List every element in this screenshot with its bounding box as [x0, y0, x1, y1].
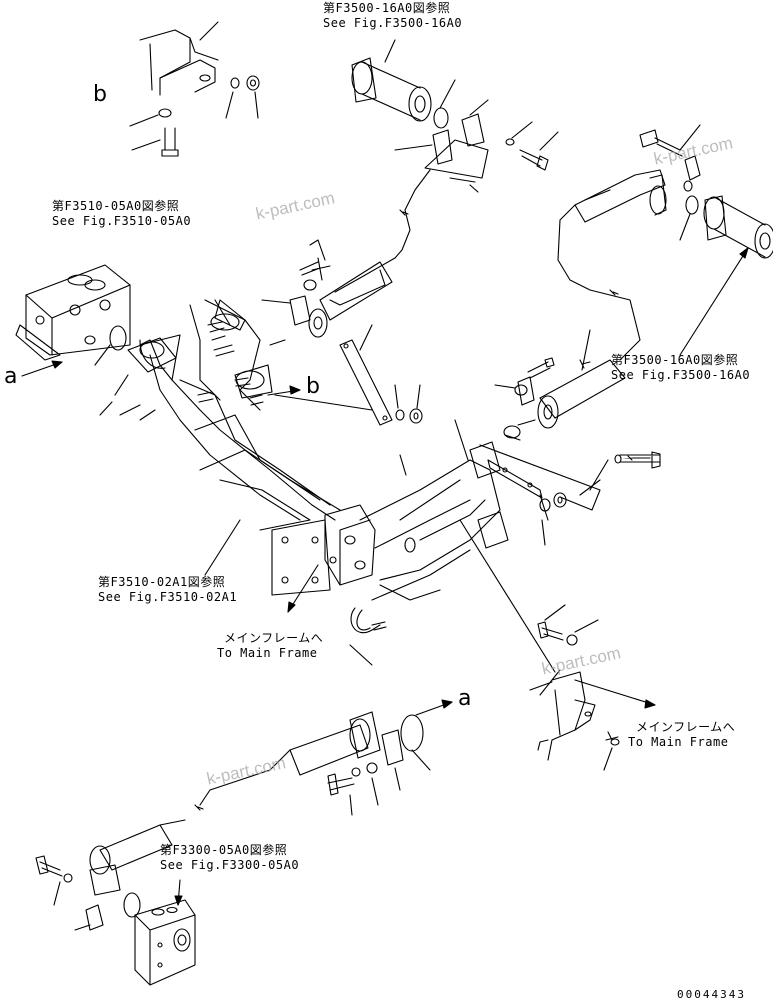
ref-f3500-top-ja: 第F3500-16A0図参照 — [323, 1, 451, 15]
clamp-bottom-right — [327, 729, 404, 816]
bracket-lower-right — [529, 669, 596, 761]
hose-top — [329, 139, 489, 306]
arrow-main-frame-left — [287, 564, 319, 613]
manifold-block — [271, 504, 376, 596]
strap-middle — [274, 324, 423, 426]
o-ring-top — [433, 79, 456, 129]
arrow-b-mid — [267, 385, 301, 396]
bolt-washer-bottom-left — [35, 855, 141, 931]
ref-f3510-05-ja: 第F3510-05A0図参照 — [52, 199, 180, 213]
ref-f3500-top-en: See Fig.F3500-16A0 — [323, 16, 463, 30]
hose-lower-right — [537, 329, 626, 429]
ref-f3510-02-ja: 第F3510-02A1図参照 — [98, 575, 226, 589]
bolt-washer-upper-mid — [261, 239, 326, 326]
pump-flange-top — [351, 39, 432, 122]
hose-bottom — [89, 711, 381, 896]
ref-f3500-right-en: See Fig.F3500-16A0 — [611, 368, 751, 382]
bolt-clamp-upper-right — [639, 124, 701, 241]
bracket-right-middle — [479, 444, 601, 521]
fittings-central — [197, 321, 264, 406]
ref-f3510-02-en: See Fig.F3510-02A1 — [98, 590, 238, 604]
ref-main-frame-right-ja: メインフレームへ — [636, 720, 736, 734]
bolt-washer-lower-right — [537, 604, 620, 771]
u-bolt — [350, 607, 387, 634]
leader-to-bracket-lower-right — [459, 519, 556, 673]
connector-b-top: b — [93, 82, 107, 107]
ref-f3500-right-ja: 第F3500-16A0図参照 — [611, 353, 739, 367]
connector-b-mid: b — [306, 374, 320, 399]
hose-end-left — [308, 257, 393, 338]
washer-nut-top-left — [225, 75, 260, 119]
arrow-a-bottom — [415, 699, 453, 716]
split-flange-top — [394, 99, 489, 165]
arrow-f3500-right — [679, 247, 749, 356]
connector-a-bottom: a — [458, 686, 472, 711]
ref-main-frame-left-en: To Main Frame — [217, 646, 318, 660]
leader-lines — [99, 299, 601, 666]
ref-f3510-05-en: See Fig.F3510-05A0 — [52, 214, 192, 228]
washer-bolt-top-left — [129, 108, 179, 157]
o-ring-bottom — [400, 714, 431, 771]
ref-f3300-en: See Fig.F3300-05A0 — [160, 858, 300, 872]
connector-a-left: a — [4, 364, 18, 389]
bolt-washer-top-right — [505, 121, 559, 171]
bolt-clamp-lower-right — [494, 357, 555, 441]
arrow-a-left — [21, 360, 63, 377]
ref-main-frame-right-en: To Main Frame — [628, 735, 729, 749]
arrow-main-frame-right — [574, 679, 656, 709]
document-number: 00044343 — [677, 988, 746, 1001]
ref-f3300-ja: 第F3300-05A0図参照 — [160, 843, 288, 857]
pilot-valve-bottom — [134, 899, 196, 986]
tube-assembly-left — [127, 299, 341, 531]
tubes-right-of-manifold — [359, 441, 509, 601]
o-ring-left-valve — [94, 325, 127, 366]
pump-flange-right — [703, 195, 773, 259]
control-valve-left — [15, 264, 131, 361]
ref-main-frame-left-ja: メインフレームへ — [224, 631, 324, 645]
arrow-f3300 — [174, 879, 183, 906]
long-bolt-right — [589, 451, 661, 491]
bracket-top-left — [139, 21, 219, 96]
hose-upper-right — [557, 169, 667, 361]
